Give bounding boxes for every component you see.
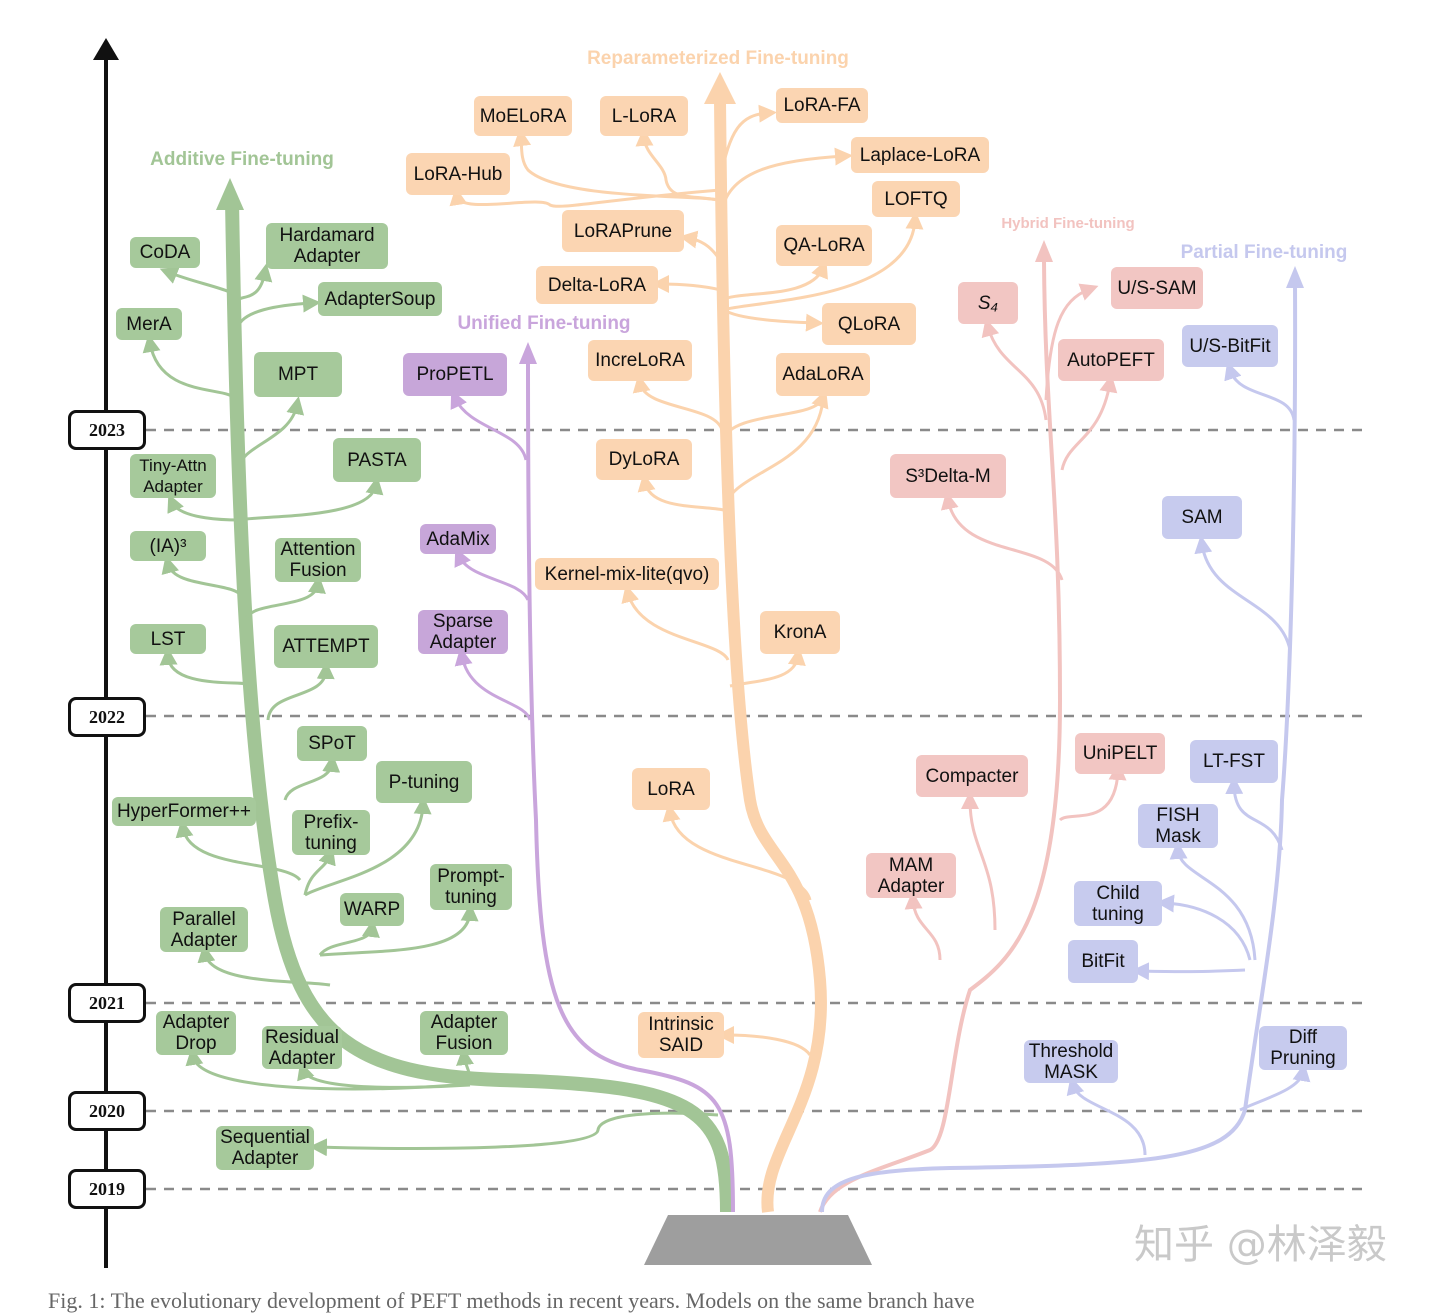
node-tiny-attn-adapter: Tiny-Attn Adapter xyxy=(130,454,216,498)
node-sparse-adapter: Sparse Adapter xyxy=(418,610,508,654)
node-mera: MerA xyxy=(116,308,182,340)
node-laplace-lora: Laplace-LoRA xyxy=(851,137,989,173)
node-qa-lora: QA-LoRA xyxy=(776,225,872,266)
node-delta-lora: Delta-LoRA xyxy=(536,266,658,304)
node-us-sam: U/S-SAM xyxy=(1111,267,1203,309)
node-loftq: LOFTQ xyxy=(872,181,960,217)
node-lora-hub: LoRA-Hub xyxy=(406,153,510,195)
node-mpt: MPT xyxy=(254,352,342,397)
node-coda: CoDA xyxy=(130,237,200,268)
category-label-partial: Partial Fine-tuning xyxy=(1180,242,1348,263)
node-lst: LST xyxy=(130,624,206,654)
node-spot: SPoT xyxy=(297,726,367,761)
year-2022: 2022 xyxy=(68,697,146,737)
reparameterized-arrowhead xyxy=(704,72,736,104)
year-2021: 2021 xyxy=(68,983,146,1023)
node-mam-adapter: MAM Adapter xyxy=(866,853,956,898)
tree-root xyxy=(644,1215,872,1265)
node-hardamard-adapter: Hardamard Adapter xyxy=(266,223,388,269)
year-2020: 2020 xyxy=(68,1091,146,1131)
category-label-unified: Unified Fine-tuning xyxy=(457,313,631,334)
figure-caption: Fig. 1: The evolutionary development of … xyxy=(48,1288,975,1313)
node-hyperformer: HyperFormer++ xyxy=(112,797,256,826)
category-label-reparameterized: Reparameterized Fine-tuning xyxy=(587,48,849,69)
node-adapter-fusion: Adapter Fusion xyxy=(420,1011,508,1055)
node-adaptersoup: AdapterSoup xyxy=(318,282,442,316)
node-dylora: DyLoRA xyxy=(596,439,692,480)
node-child-tuning: Child tuning xyxy=(1074,881,1162,926)
node-adalora: AdaLoRA xyxy=(776,353,870,396)
node-diff-pruning: Diff Pruning xyxy=(1259,1026,1347,1070)
node-prefix-tuning: Prefix- tuning xyxy=(292,810,370,855)
node-parallel-adapter: Parallel Adapter xyxy=(160,907,248,952)
node-lora: LoRA xyxy=(632,768,710,810)
node-us-bitfit: U/S-BitFit xyxy=(1182,325,1278,367)
node-compacter: Compacter xyxy=(916,755,1028,797)
node-residual-adapter: Residual Adapter xyxy=(262,1026,342,1069)
category-label-additive: Additive Fine-tuning xyxy=(150,149,334,170)
node-qlora: QLoRA xyxy=(822,303,916,345)
node-adamix: AdaMix xyxy=(420,524,496,554)
node-attention-fusion: Attention Fusion xyxy=(275,538,361,582)
node-propetl: ProPETL xyxy=(403,353,507,396)
unified-branches xyxy=(450,359,735,1213)
hybrid-arrowhead xyxy=(1035,240,1053,262)
node-l-lora: L-LoRA xyxy=(600,96,688,136)
node-moelora: MoELoRA xyxy=(474,96,572,136)
additive-arrowhead xyxy=(216,178,244,210)
node-fish-mask: FISH Mask xyxy=(1138,804,1218,848)
year-2019: 2019 xyxy=(68,1169,146,1209)
node-increlora: IncreLoRA xyxy=(588,340,692,381)
node-lt-fst: LT-FST xyxy=(1190,740,1278,783)
node-adapter-drop: Adapter Drop xyxy=(156,1011,236,1055)
node-sequential-adapter: Sequential Adapter xyxy=(216,1126,314,1170)
node-bitfit: BitFit xyxy=(1068,940,1138,983)
additive-branches xyxy=(142,199,734,1213)
node-sam: SAM xyxy=(1162,496,1242,539)
node-loraprune: LoRAPrune xyxy=(562,210,684,252)
node-autopeft: AutoPEFT xyxy=(1058,339,1164,381)
year-2023: 2023 xyxy=(68,410,146,450)
node-unipelt: UniPELT xyxy=(1075,733,1165,774)
node-s3delta-m: S³Delta-M xyxy=(890,454,1006,498)
node-s4: S₄ xyxy=(958,282,1018,324)
partial-arrowhead xyxy=(1286,266,1304,288)
node-intrinsic-said: Intrinsic SAID xyxy=(638,1012,724,1058)
reparameterized-branches xyxy=(449,99,924,1213)
node-kernel-mix: Kernel-mix-lite(qvo) xyxy=(535,558,719,590)
node-p-tuning: P-tuning xyxy=(376,761,472,803)
partial-branches xyxy=(820,279,1311,1213)
node-attempt: ATTEMPT xyxy=(274,625,378,668)
unified-arrowhead xyxy=(519,342,537,364)
time-axis-arrowhead xyxy=(93,38,119,60)
node-warp: WARP xyxy=(340,893,404,926)
node-threshold-mask: Threshold MASK xyxy=(1024,1040,1118,1083)
year-gridlines xyxy=(146,428,1365,1191)
node-krona: KronA xyxy=(760,611,840,654)
node-pasta: PASTA xyxy=(333,438,421,482)
hybrid-branches xyxy=(818,259,1127,1213)
category-label-hybrid: Hybrid Fine-tuning xyxy=(1001,215,1135,232)
node-lora-fa: LoRA-FA xyxy=(776,88,868,123)
node-prompt-tuning: Prompt- tuning xyxy=(430,864,512,910)
watermark: 知乎 @林泽毅 xyxy=(1134,1222,1387,1268)
node-ia3: (IA)³ xyxy=(130,531,206,561)
